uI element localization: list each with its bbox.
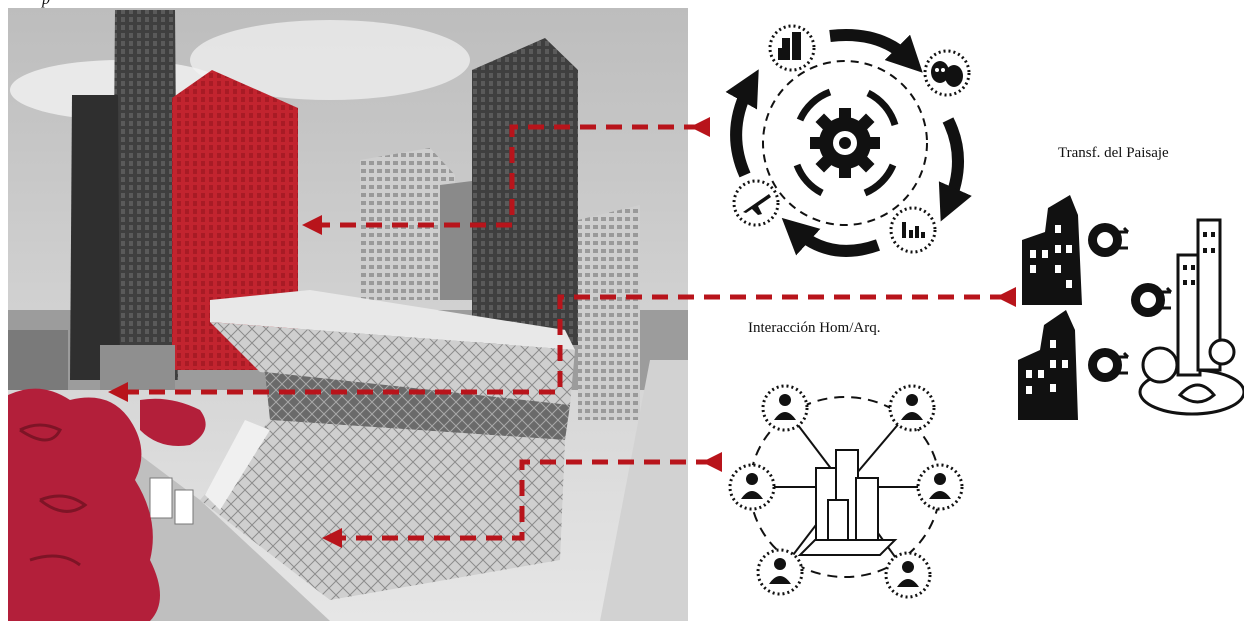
city-buildings-icon bbox=[797, 449, 898, 556]
person-icon bbox=[761, 384, 809, 432]
person-icon bbox=[916, 463, 964, 511]
light-tower-right bbox=[578, 205, 640, 420]
cycle-arrow bbox=[781, 217, 881, 257]
interaction-diagram bbox=[728, 384, 964, 599]
person-icon bbox=[756, 548, 804, 596]
buildings-icon bbox=[768, 24, 816, 72]
urban-transformation-icon bbox=[1018, 195, 1244, 420]
arrow-landscape bbox=[108, 287, 1016, 402]
cycle-arrow bbox=[938, 117, 972, 222]
dark-tower-left-2 bbox=[70, 95, 120, 380]
landscape-label: Transf. del Paisaje bbox=[1058, 145, 1169, 161]
interaction-label: Interacción Hom/Arq. bbox=[748, 320, 881, 336]
bus bbox=[174, 489, 194, 525]
tree-texture bbox=[19, 423, 88, 567]
cycle-ring bbox=[762, 60, 928, 226]
person-icon bbox=[884, 551, 932, 599]
cycle-arrow bbox=[829, 29, 923, 73]
theater-masks-icon bbox=[923, 49, 971, 97]
cycle-arrow bbox=[725, 69, 759, 178]
person-icon bbox=[728, 463, 776, 511]
airplane-icon bbox=[732, 179, 780, 227]
person-icon bbox=[888, 384, 936, 432]
low-building bbox=[8, 330, 68, 390]
bus bbox=[149, 477, 173, 519]
red-trees bbox=[140, 398, 206, 446]
finance-chart-icon bbox=[889, 206, 937, 254]
dark-tower-left bbox=[112, 10, 178, 380]
arrow-cycle bbox=[302, 117, 710, 235]
connectors bbox=[108, 117, 1016, 548]
top-caption: p bbox=[42, 0, 50, 9]
library-slope bbox=[205, 420, 270, 510]
city-photo bbox=[8, 8, 688, 621]
cloud bbox=[190, 20, 470, 100]
gear-arrows-icon bbox=[793, 88, 899, 197]
low-building bbox=[100, 345, 175, 390]
cycle-diagram bbox=[725, 24, 972, 257]
